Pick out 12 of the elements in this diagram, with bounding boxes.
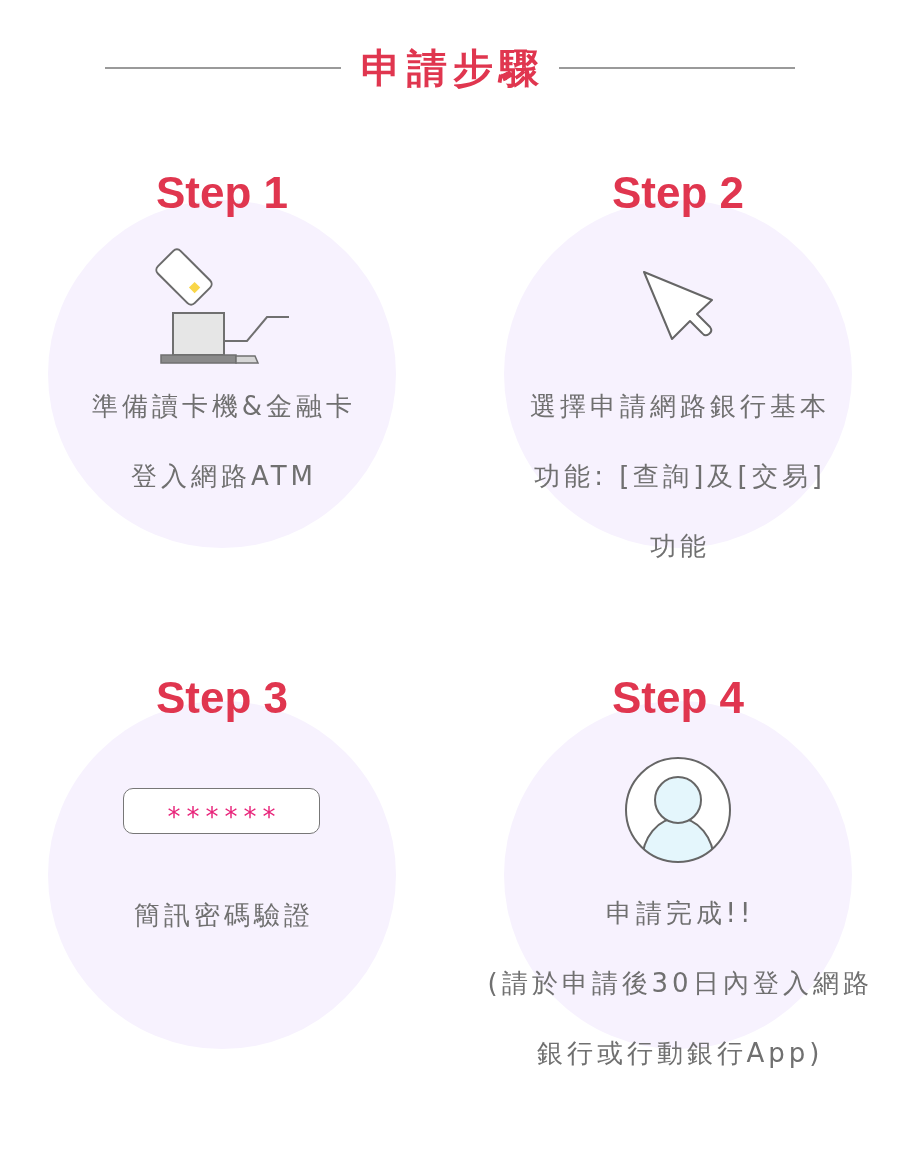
step-description: 簡訊密碼驗證	[133, 899, 314, 932]
step-heading: Step 2	[612, 168, 744, 218]
password-field: ******	[123, 788, 320, 834]
title: 申請步驟	[360, 44, 545, 93]
step-description: 申請完成!!	[604, 897, 755, 930]
step-description: 登入網路ATM	[129, 460, 318, 493]
step-description: (請於申請後30日內登入網路銀行或行動銀行App)	[486, 967, 874, 1070]
step-description: 準備讀卡機&金融卡	[90, 390, 357, 423]
step-heading: Step 1	[156, 168, 288, 218]
step-description: 選擇申請網路銀行基本功能: [查詢]及[交易]功能	[529, 390, 831, 563]
step-heading: Step 4	[612, 673, 744, 723]
step-heading: Step 3	[156, 673, 288, 723]
